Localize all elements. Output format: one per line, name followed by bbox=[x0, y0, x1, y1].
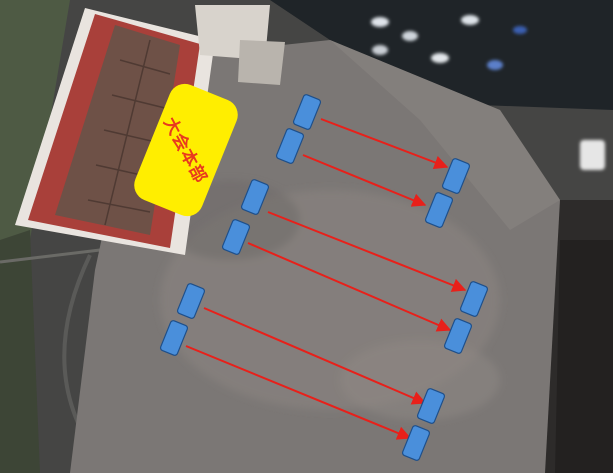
lot-light-area bbox=[330, 40, 560, 230]
shed bbox=[238, 40, 285, 85]
course-arrows bbox=[185, 118, 467, 440]
marker-start-1[interactable] bbox=[292, 94, 322, 130]
parked-cars bbox=[371, 15, 605, 170]
marker-end-2[interactable] bbox=[424, 192, 454, 228]
marker-start-3[interactable] bbox=[240, 179, 270, 215]
course-markers-end bbox=[401, 158, 489, 461]
marker-start-5[interactable] bbox=[176, 283, 206, 319]
road-edge bbox=[0, 248, 101, 264]
marker-start-4[interactable] bbox=[221, 219, 251, 255]
marker-start-6[interactable] bbox=[159, 320, 189, 356]
course-arrow bbox=[185, 345, 412, 440]
course-arrow bbox=[203, 307, 427, 405]
vegetation-bottom-left bbox=[0, 230, 40, 473]
marker-end-3[interactable] bbox=[459, 281, 489, 317]
marker-end-4[interactable] bbox=[443, 318, 473, 354]
course-arrow bbox=[267, 211, 467, 292]
marker-end-6[interactable] bbox=[401, 425, 431, 461]
course-markers-start bbox=[159, 94, 322, 356]
headquarters-marker[interactable] bbox=[129, 79, 242, 221]
building-right-roof bbox=[555, 240, 613, 473]
course-arrow bbox=[247, 242, 452, 332]
course-arrow bbox=[320, 118, 449, 170]
marker-start-2[interactable] bbox=[275, 128, 305, 164]
course-arrow bbox=[302, 154, 427, 207]
marker-end-1[interactable] bbox=[441, 158, 471, 194]
vegetation-left bbox=[0, 0, 70, 260]
marker-end-5[interactable] bbox=[416, 388, 446, 424]
